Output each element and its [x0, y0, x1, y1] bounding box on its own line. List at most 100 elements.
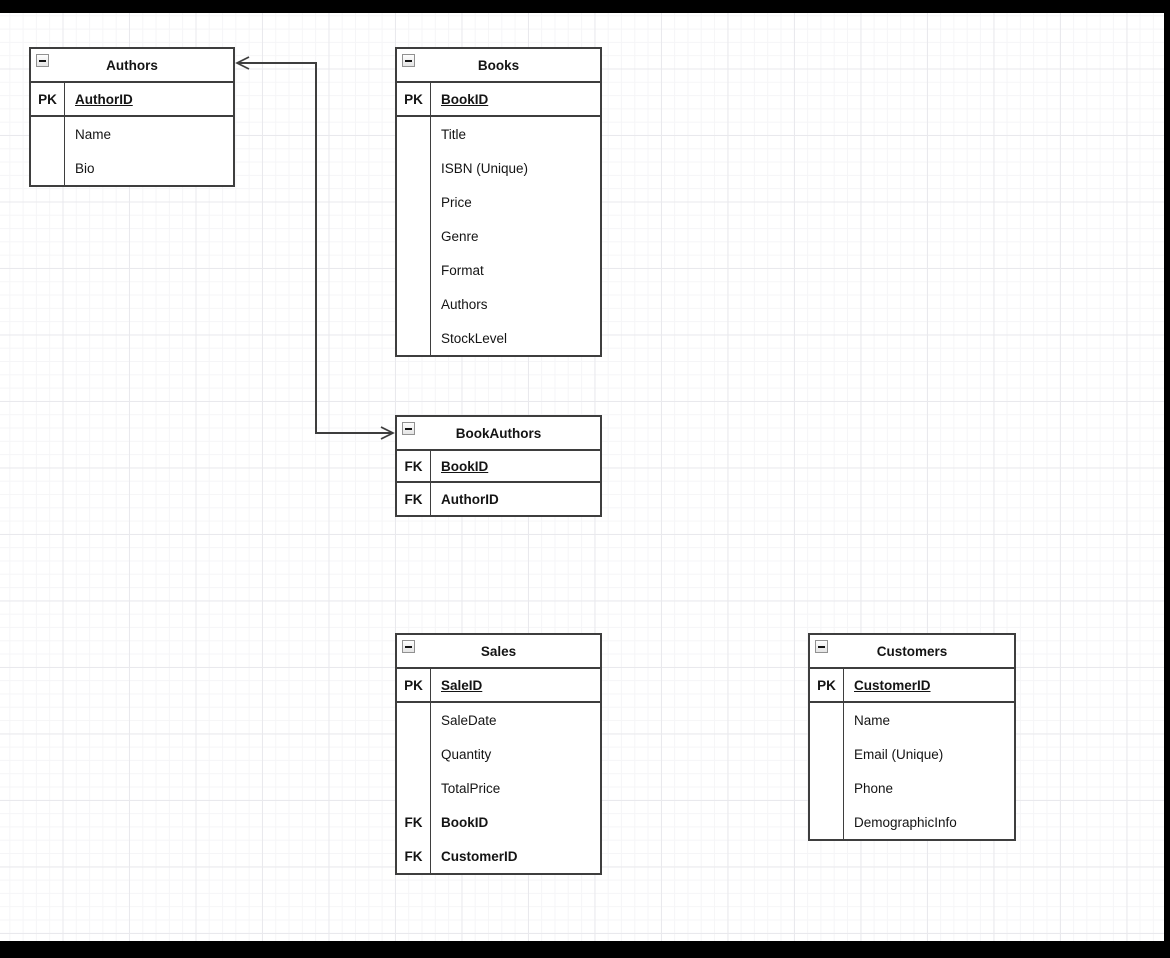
attribute-row[interactable]: ISBN (Unique) [397, 151, 600, 185]
attribute-name: Name [75, 126, 112, 142]
key-badge [31, 151, 65, 185]
attribute-name: AuthorID [75, 91, 133, 107]
attribute-row[interactable]: Quantity [397, 737, 600, 771]
letterbox-bottom [0, 941, 1170, 958]
key-badge [810, 737, 844, 771]
attribute-row[interactable]: FK AuthorID [397, 483, 600, 515]
key-badge: FK [397, 839, 431, 873]
entity-title: Sales [480, 643, 517, 659]
attribute-name: Quantity [441, 746, 492, 762]
key-badge [397, 287, 431, 321]
attribute-row[interactable]: SaleDate [397, 703, 600, 737]
attribute-row[interactable]: Name [31, 117, 233, 151]
attribute-row[interactable]: Authors [397, 287, 600, 321]
key-badge [31, 117, 65, 151]
key-badge [397, 737, 431, 771]
entity-rows: FK BookID FK AuthorID [397, 451, 600, 515]
attribute-name: SaleID [441, 677, 483, 693]
key-badge: PK [31, 83, 65, 115]
collapse-minus-icon[interactable] [402, 422, 415, 435]
collapse-minus-icon[interactable] [36, 54, 49, 67]
key-badge: FK [397, 483, 431, 515]
attribute-name: Authors [441, 296, 488, 312]
open-arrowhead-bookauthors-end-icon [380, 426, 395, 440]
attribute-name: ISBN (Unique) [441, 160, 529, 176]
key-badge [397, 117, 431, 151]
attribute-row[interactable]: Phone [810, 771, 1014, 805]
entity-header[interactable]: Books [397, 49, 600, 83]
attribute-row[interactable]: Genre [397, 219, 600, 253]
attribute-name: Format [441, 262, 484, 278]
attribute-name: Genre [441, 228, 479, 244]
attribute-name: AuthorID [441, 491, 499, 507]
collapse-minus-icon[interactable] [815, 640, 828, 653]
key-badge [810, 703, 844, 737]
attribute-name: StockLevel [441, 330, 508, 346]
collapse-minus-icon[interactable] [402, 640, 415, 653]
key-badge: PK [397, 83, 431, 115]
entity-title: BookAuthors [455, 425, 542, 441]
relationship-edge[interactable] [237, 62, 393, 434]
entity-title: Authors [106, 57, 158, 73]
key-badge: PK [397, 669, 431, 701]
attribute-row[interactable]: Email (Unique) [810, 737, 1014, 771]
entity-bookauthors[interactable]: BookAuthors FK BookID FK AuthorID [395, 415, 602, 517]
key-badge: FK [397, 451, 431, 481]
attribute-row[interactable]: Title [397, 117, 600, 151]
attribute-row[interactable]: FK BookID [397, 451, 600, 483]
key-badge [397, 185, 431, 219]
attribute-name: SaleDate [441, 712, 497, 728]
attribute-name: Phone [854, 780, 894, 796]
entity-header[interactable]: Customers [810, 635, 1014, 669]
attribute-row[interactable]: FK BookID [397, 805, 600, 839]
attribute-row[interactable]: FK CustomerID [397, 839, 600, 873]
attribute-name: BookID [441, 814, 489, 830]
entity-title: Customers [876, 643, 948, 659]
key-badge [810, 805, 844, 839]
entity-header[interactable]: Authors [31, 49, 233, 83]
letterbox-right [1164, 0, 1170, 958]
attribute-name: Name [854, 712, 891, 728]
collapse-minus-icon[interactable] [402, 54, 415, 67]
key-badge [397, 703, 431, 737]
key-badge: PK [810, 669, 844, 701]
entity-header[interactable]: Sales [397, 635, 600, 669]
entity-header[interactable]: BookAuthors [397, 417, 600, 451]
attribute-row[interactable]: Bio [31, 151, 233, 185]
entity-title: Books [477, 57, 520, 73]
key-badge [397, 151, 431, 185]
attribute-row[interactable]: TotalPrice [397, 771, 600, 805]
attribute-name: Price [441, 194, 472, 210]
attribute-name: BookID [441, 458, 489, 474]
attribute-row[interactable]: PK CustomerID [810, 669, 1014, 703]
attribute-row[interactable]: PK AuthorID [31, 83, 233, 117]
attribute-name: Email (Unique) [854, 746, 944, 762]
attribute-name: CustomerID [854, 677, 931, 693]
attribute-name: Title [441, 126, 467, 142]
letterbox-top [0, 0, 1170, 13]
key-badge: FK [397, 805, 431, 839]
key-badge [397, 321, 431, 355]
attribute-row[interactable]: PK SaleID [397, 669, 600, 703]
attribute-row[interactable]: StockLevel [397, 321, 600, 355]
attribute-row[interactable]: DemographicInfo [810, 805, 1014, 839]
attribute-row[interactable]: Price [397, 185, 600, 219]
key-badge [397, 253, 431, 287]
attribute-row[interactable]: Format [397, 253, 600, 287]
key-badge [397, 771, 431, 805]
attribute-name: Bio [75, 160, 95, 176]
attribute-row[interactable]: Name [810, 703, 1014, 737]
attribute-name: CustomerID [441, 848, 518, 864]
attribute-name: DemographicInfo [854, 814, 957, 830]
key-badge [810, 771, 844, 805]
